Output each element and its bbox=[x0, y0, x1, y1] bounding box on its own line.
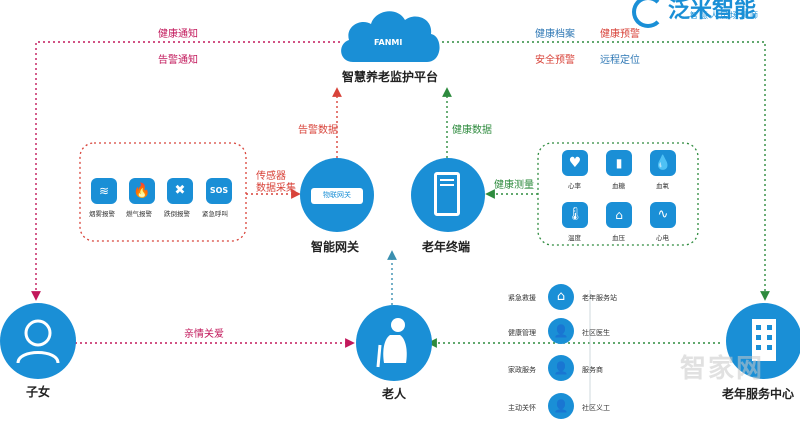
family-care-label: 亲情关爱 bbox=[184, 329, 224, 340]
gateway-node: 物联网关 bbox=[300, 158, 374, 232]
service-right: 社区义工 bbox=[582, 404, 610, 412]
service-left: 健康管理 bbox=[508, 329, 536, 337]
safety-warning-label: 安全预警 bbox=[535, 55, 575, 66]
sensor-data-label-1: 传感器 bbox=[256, 171, 286, 182]
brand-name: 泛米智能 bbox=[668, 0, 757, 23]
ecg-icon: ∿ bbox=[650, 202, 676, 228]
platform-to-center-line bbox=[442, 41, 770, 301]
gateway-label: 智能网关 bbox=[311, 240, 360, 254]
terminal-label: 老年终端 bbox=[422, 240, 471, 254]
sos-glyph: SOS bbox=[209, 186, 229, 195]
health-label: 血氧 bbox=[656, 182, 669, 190]
children-node bbox=[0, 303, 76, 379]
sos-icon: SOS bbox=[206, 178, 232, 204]
sensor-label: 紧急呼叫 bbox=[202, 210, 228, 218]
sensor-data-label-2: 数据采集 bbox=[256, 183, 296, 194]
fall-icon: ✖ bbox=[167, 178, 193, 204]
sensor-label: 燃气报警 bbox=[126, 210, 152, 218]
health-data-label: 健康数据 bbox=[452, 125, 492, 136]
cloud-icon bbox=[341, 11, 440, 62]
brand-logo: 泛米智能 智慧人居场景师 bbox=[630, 0, 800, 28]
health-measure-label: 健康测量 bbox=[494, 180, 534, 191]
service-left: 家政服务 bbox=[508, 366, 536, 374]
sensor-label: 烟雾报警 bbox=[89, 210, 115, 218]
cloud-text: FANMI bbox=[374, 38, 403, 47]
elder-node bbox=[356, 305, 432, 381]
health-file-label: 健康档案 bbox=[535, 29, 575, 40]
health-notice-label: 健康通知 bbox=[158, 29, 198, 40]
health-label: 温度 bbox=[568, 234, 581, 242]
temperature-icon: 🌡 bbox=[562, 202, 588, 228]
terminal-node bbox=[411, 158, 485, 232]
health-label: 血压 bbox=[612, 234, 625, 242]
tablet-icon bbox=[434, 172, 460, 216]
service-right: 老年服务站 bbox=[582, 294, 617, 302]
gateway-inner-text: 物联网关 bbox=[323, 191, 351, 199]
watermark: 智家网 bbox=[680, 354, 765, 384]
service-left: 紧急救援 bbox=[508, 294, 536, 302]
children-label: 子女 bbox=[26, 385, 51, 399]
gas-icon: 🔥 bbox=[129, 178, 155, 204]
volunteer-icon: 👤 bbox=[548, 393, 574, 419]
blood-oxygen-icon: 💧 bbox=[650, 150, 676, 176]
sensor-group-box bbox=[79, 142, 247, 242]
blood-sugar-icon: ▮ bbox=[606, 150, 632, 176]
smoke-icon: ≋ bbox=[91, 178, 117, 204]
health-warning-label: 健康预警 bbox=[600, 29, 640, 40]
housekeeper-icon: 👤 bbox=[548, 355, 574, 381]
person-female-icon bbox=[16, 319, 60, 364]
doctor-icon: 👤 bbox=[548, 318, 574, 344]
alarm-notice-label: 告警通知 bbox=[158, 55, 198, 66]
home-icon: ⌂ bbox=[548, 284, 574, 310]
elder-label: 老人 bbox=[382, 387, 407, 401]
platform-to-children-line bbox=[31, 41, 340, 301]
elder-person-icon bbox=[376, 318, 407, 368]
brand-logo-icon bbox=[632, 0, 664, 28]
blood-pressure-icon: ⌂ bbox=[606, 202, 632, 228]
building-icon bbox=[752, 319, 776, 361]
center-label: 老年服务中心 bbox=[722, 387, 795, 401]
remote-location-label: 远程定位 bbox=[600, 55, 640, 66]
sensor-label: 跌倒报警 bbox=[164, 210, 190, 218]
platform-title: 智慧养老监护平台 bbox=[342, 70, 439, 84]
alarm-data-label: 告警数据 bbox=[298, 125, 338, 136]
service-right: 服务商 bbox=[582, 366, 603, 374]
brand-tagline: 智慧人居场景师 bbox=[690, 11, 760, 20]
service-right: 社区医生 bbox=[582, 329, 610, 337]
health-label: 心电 bbox=[656, 234, 669, 242]
center-node bbox=[726, 303, 800, 379]
health-group-box bbox=[537, 142, 699, 246]
health-label: 血糖 bbox=[612, 182, 625, 190]
service-left: 主动关怀 bbox=[508, 404, 536, 412]
heart-rate-icon: ♥ bbox=[562, 150, 588, 176]
router-icon: 物联网关 bbox=[311, 188, 363, 204]
health-label: 心率 bbox=[568, 182, 581, 190]
